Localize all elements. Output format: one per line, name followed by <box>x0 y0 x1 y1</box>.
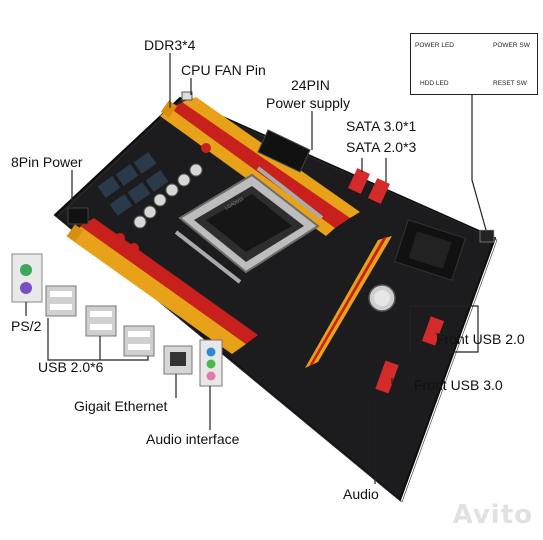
label-audio: Audio <box>343 486 379 502</box>
label-audio-interface: Audio interface <box>146 431 240 447</box>
pin-reset-sw: RESET SW <box>493 80 527 87</box>
label-ps2: PS/2 <box>11 318 42 334</box>
rear-io-panel <box>11 253 223 387</box>
pin-power-led: POWER LED <box>415 42 455 49</box>
label-sata2: SATA 2.0*3 <box>346 139 417 155</box>
cpu-socket: LGA2011 <box>174 166 324 284</box>
label-usb20: USB 2.0*6 <box>38 359 104 375</box>
front-panel-header <box>479 229 495 243</box>
label-power-supply: Power supply <box>266 95 351 111</box>
label-front-usb2: Front USB 2.0 <box>436 331 525 347</box>
label-front-usb3: Front USB 3.0 <box>414 377 503 393</box>
pin-hdd-led: HDD LED <box>420 80 449 87</box>
label-cpu-fan: CPU FAN Pin <box>181 62 266 78</box>
label-8pin: 8Pin Power <box>11 154 83 170</box>
front-panel-pinout-box <box>410 33 538 95</box>
cmos-battery <box>368 284 396 312</box>
cpu-fan-header <box>181 91 193 101</box>
leader-lines <box>25 53 487 484</box>
pcie-slot <box>305 236 392 368</box>
vrm-components <box>97 143 211 253</box>
label-sata3: SATA 3.0*1 <box>346 118 417 134</box>
label-24pin: 24PIN <box>291 77 330 93</box>
chipset-heatsink <box>394 219 466 281</box>
eps-8pin-connector <box>67 207 89 225</box>
label-ethernet: Gigait Ethernet <box>74 398 168 414</box>
atx-24pin-connector <box>257 129 311 173</box>
label-ddr3: DDR3*4 <box>144 37 196 53</box>
sata-ports <box>348 168 445 394</box>
pin-power-sw: POWER SW <box>493 42 530 49</box>
watermark: Avito <box>452 500 533 530</box>
